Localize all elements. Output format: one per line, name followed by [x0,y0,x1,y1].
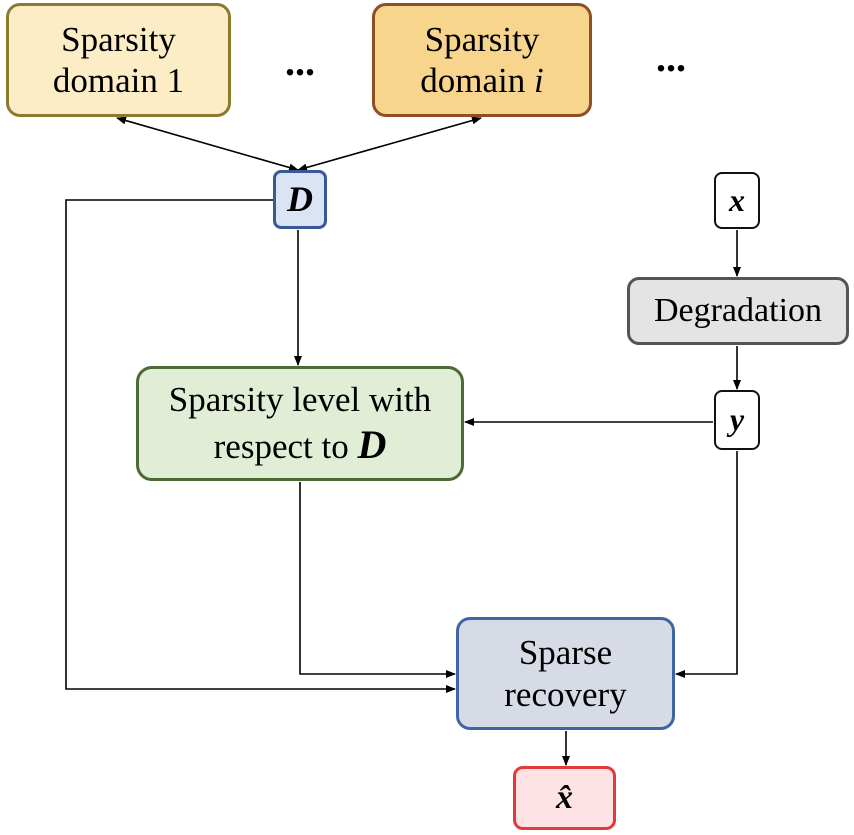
edge-d-domaini [297,116,482,172]
edge-sparsity-level-recovery [299,482,456,678]
observation-y-box: y [714,390,760,450]
sparse-recovery-line1: Sparse [518,633,613,673]
output-xhat-box: x̂ [513,766,616,830]
sparsity-domain-i-box: Sparsity domain i [372,3,592,117]
dictionary-label: D [287,179,313,220]
sparsity-domain-1-line2: domain 1 [52,61,185,100]
sparsity-level-d-symbol: D [357,421,387,467]
sparsity-level-box: Sparsity level with respect to D [136,366,464,481]
observation-y-label: y [729,401,745,438]
sparsity-domain-i-word: domain [420,61,534,100]
sparsity-domain-1-line1: Sparsity [61,19,176,59]
sparsity-domain-1-box: Sparsity domain 1 [6,3,231,117]
sparsity-domain-i-index: i [534,61,544,100]
sparsity-domain-i-line1: Sparsity [424,19,540,59]
ellipsis-2: ... [656,35,686,80]
sparse-recovery-box: Sparse recovery [456,617,675,730]
edge-d-recovery [65,199,456,693]
degradation-label: Degradation [653,291,823,329]
edge-d-domain1 [116,116,299,172]
output-xhat-label: x̂ [556,778,573,816]
sparsity-domain-i-line2: domain i [420,60,543,101]
edge-y-recovery [675,451,738,678]
sparsity-level-line2: respect to D [169,421,431,468]
dictionary-box: D [273,170,327,229]
ellipsis-1: ... [285,39,315,84]
sparsity-level-respect: respect to [213,426,358,466]
sparsity-level-line1: Sparsity level with [168,380,432,420]
degradation-box: Degradation [627,277,849,345]
sparse-recovery-line2: recovery [504,674,627,714]
input-x-label: x [729,181,745,218]
input-x-box: x [714,172,760,229]
